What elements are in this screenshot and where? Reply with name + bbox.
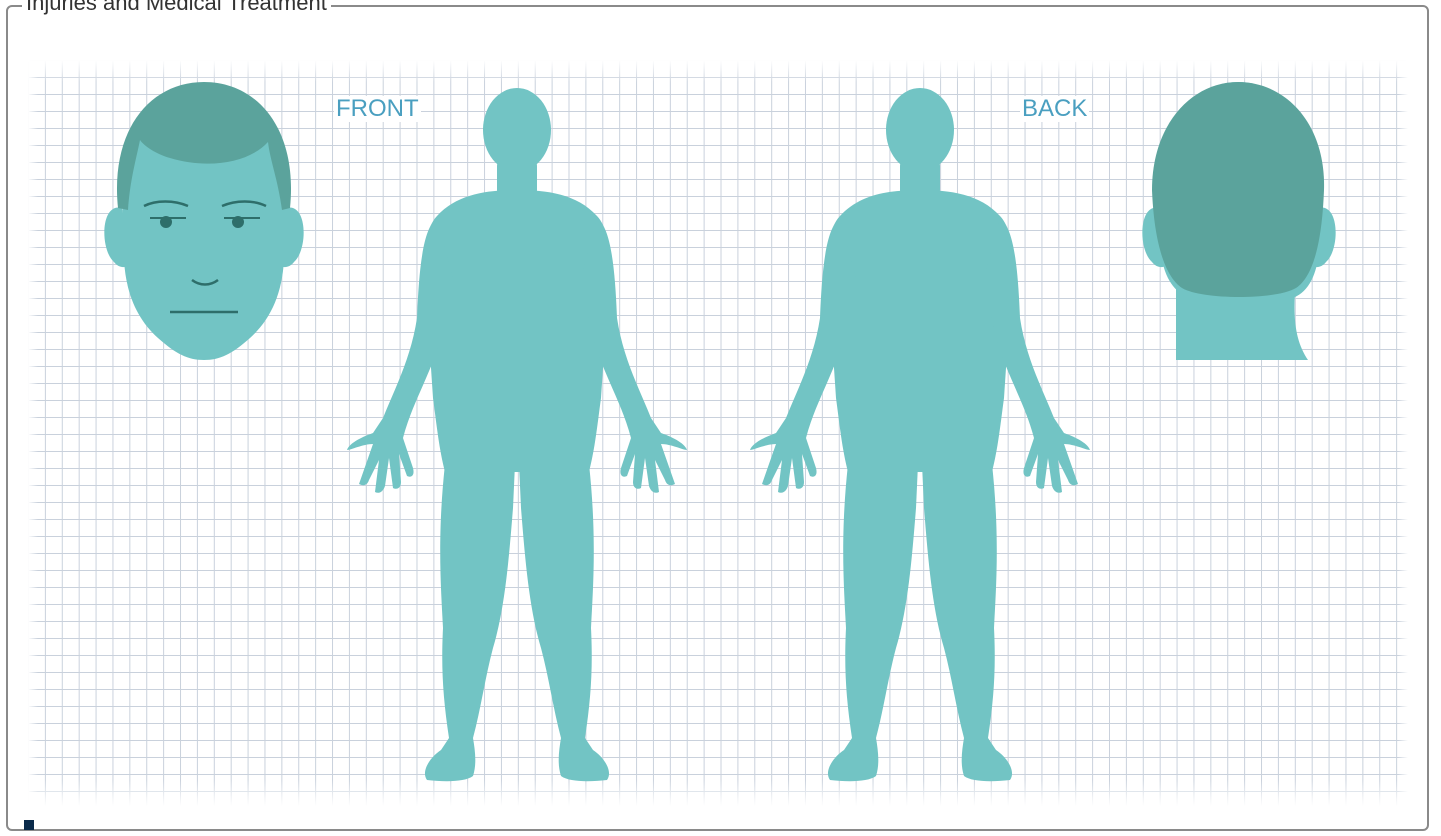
back-hair-shape xyxy=(1152,82,1324,297)
grid-fade-left xyxy=(28,60,38,806)
grid-fade-top xyxy=(28,60,1408,82)
head-back-figure[interactable] xyxy=(1136,80,1341,365)
face-front-figure[interactable] xyxy=(100,80,310,365)
panel-legend: Injuries and Medical Treatment xyxy=(22,0,331,13)
right-eye xyxy=(232,216,244,228)
grid-fade-bottom xyxy=(28,780,1408,806)
front-label: FRONT xyxy=(334,96,421,122)
left-eye xyxy=(160,216,172,228)
grid-fade-right xyxy=(1398,60,1408,806)
square-icon xyxy=(24,820,34,830)
panel-legend-text: Injuries and Medical Treatment xyxy=(26,0,327,15)
body-back-figure[interactable] xyxy=(748,88,1093,783)
body-front-silhouette xyxy=(347,88,687,781)
body-front-figure[interactable] xyxy=(345,88,690,783)
back-label: BACK xyxy=(1020,96,1089,122)
body-back-silhouette xyxy=(750,88,1090,781)
